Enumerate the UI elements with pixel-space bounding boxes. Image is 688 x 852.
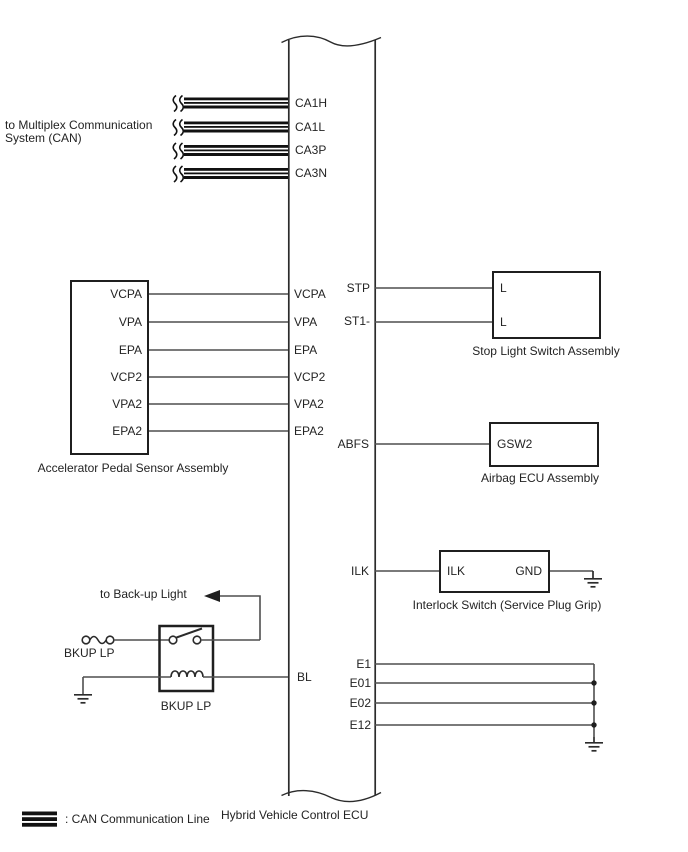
line-break-squiggle-icon <box>178 94 185 113</box>
ground-icon <box>74 693 92 704</box>
line-break-squiggle-icon <box>172 118 178 137</box>
stop-light-switch-box <box>492 271 601 339</box>
ecu-pin-st1: ST1- <box>343 313 370 328</box>
ecu-pin-abfs: ABFS <box>337 436 369 451</box>
pedal-pin-vpa2: VPA2 <box>112 396 142 411</box>
ecu-pin-ilk: ILK <box>350 563 369 578</box>
ecu-pin-epa: EPA <box>294 342 318 357</box>
interlock-title: Interlock Switch (Service Plug Grip) <box>412 598 602 612</box>
pedal-pin-vcp2: VCP2 <box>110 369 142 384</box>
ecu-title: Hybrid Vehicle Control ECU <box>221 808 369 822</box>
ground-icon <box>584 571 602 588</box>
interlock-pin-ilk: ILK <box>447 563 466 578</box>
switch-contact-icon <box>168 627 203 645</box>
pedal-sensor-wires <box>148 293 288 432</box>
hybrid-ecu-bar <box>281 35 382 803</box>
ecu-pin-ca3n: CA3N <box>295 166 328 180</box>
stop-light-title: Stop Light Switch Assembly <box>472 344 620 358</box>
ecu-pin-stp: STP <box>346 280 370 295</box>
fuse-icon <box>81 635 115 645</box>
can-line-symbol <box>172 165 288 183</box>
to-backup-light-wire <box>220 595 261 640</box>
line-break-squiggle-icon <box>178 165 185 183</box>
pedal-sensor-box <box>70 280 149 455</box>
airbag-pin-gsw2: GSW2 <box>497 436 533 451</box>
can-line-symbol <box>172 94 288 113</box>
ecu-pin-ca1l: CA1L <box>295 119 326 134</box>
can-communication-lines <box>172 94 288 183</box>
stop-light-wires <box>375 287 493 323</box>
ecu-pin-ca1h: CA1H <box>295 95 328 110</box>
interlock-pin-gnd: GND <box>515 563 542 578</box>
pedal-sensor-title: Accelerator Pedal Sensor Assembly <box>37 461 229 475</box>
pedal-pin-epa2: EPA2 <box>112 423 142 438</box>
pedal-pin-epa: EPA <box>118 342 142 357</box>
interlock-switch-box <box>439 550 550 593</box>
line-break-squiggle-icon <box>178 118 185 137</box>
ecu-pin-bl: BL <box>297 669 312 684</box>
ecu-pin-vcpa: VCPA <box>294 286 326 301</box>
airbag-title: Airbag ECU Assembly <box>480 471 600 485</box>
line-break-squiggle-icon <box>172 142 178 160</box>
ecu-ground-wires <box>375 663 595 737</box>
ecu-pin-e02: E02 <box>349 695 371 710</box>
can-legend-symbol <box>22 811 57 827</box>
can-line-symbol <box>172 142 288 160</box>
relay-title: BKUP LP <box>160 699 212 713</box>
airbag-ecu-box <box>489 422 599 467</box>
ground-icon <box>585 737 603 752</box>
line-break-squiggle-icon <box>178 142 185 160</box>
ecu-pin-vpa: VPA <box>294 314 318 329</box>
coil-icon <box>170 670 204 678</box>
junction-dots <box>591 680 597 728</box>
can-line-symbol <box>172 118 288 137</box>
ecu-pin-vpa2: VPA2 <box>294 396 324 411</box>
ecu-pin-vcp2: VCP2 <box>294 369 326 384</box>
fuse-label: BKUP LP <box>64 646 115 660</box>
ecu-pin-epa2: EPA2 <box>294 423 324 438</box>
pedal-pin-vpa: VPA <box>118 314 142 329</box>
legend-label: : CAN Communication Line <box>65 812 210 826</box>
line-break-squiggle-icon <box>172 94 178 113</box>
ecu-pin-e01: E01 <box>349 675 371 690</box>
backup-relay-box <box>158 624 215 693</box>
backup-circuit <box>74 590 288 704</box>
stop-light-pin-l2: L <box>500 314 507 329</box>
left-arrow-icon <box>204 590 220 602</box>
pedal-pin-vcpa: VCPA <box>110 286 142 301</box>
multiplex-note: to Multiplex Communication System (CAN) <box>5 118 153 145</box>
ecu-pin-ca3p: CA3P <box>295 143 327 157</box>
ecu-pin-e12: E12 <box>349 717 371 732</box>
ecu-pin-e1: E1 <box>356 656 371 671</box>
backup-light-note: to Back-up Light <box>100 587 187 601</box>
line-break-squiggle-icon <box>172 165 178 183</box>
stop-light-pin-l1: L <box>500 280 507 295</box>
